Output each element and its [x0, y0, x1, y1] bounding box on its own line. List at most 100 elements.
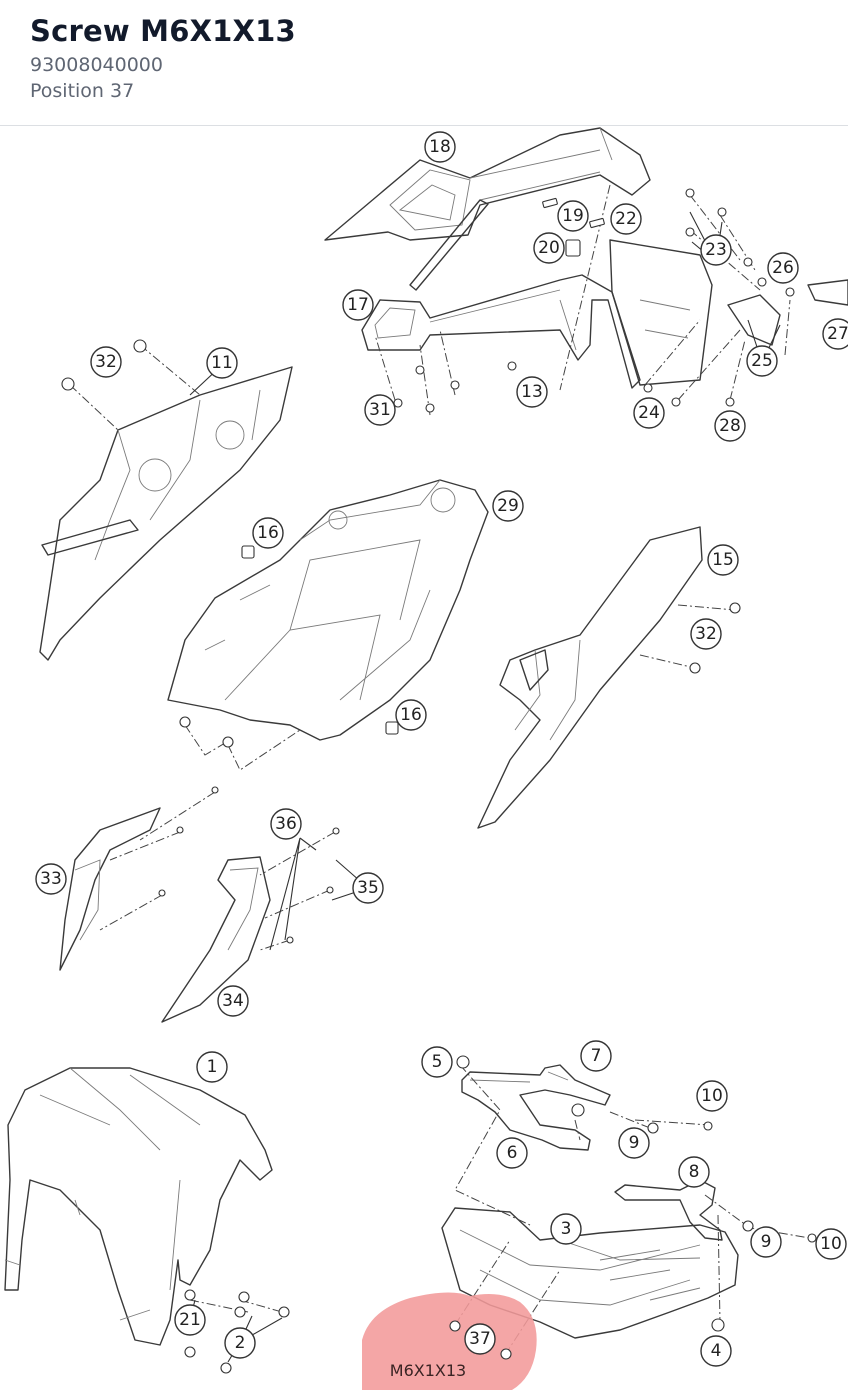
callout-5-ring — [421, 1046, 453, 1078]
callout-3[interactable]: 3 — [550, 1213, 582, 1245]
callout-36[interactable]: 36 — [270, 808, 302, 840]
callout-32-ring — [90, 346, 122, 378]
callout-25[interactable]: 25 — [746, 345, 778, 377]
callout-34[interactable]: 34 — [217, 985, 249, 1017]
callout-17-label: 17 — [347, 295, 369, 315]
callout-27[interactable]: 27 — [822, 318, 848, 350]
callout-32[interactable]: 32 — [90, 346, 122, 378]
callout-25-label: 25 — [751, 351, 773, 371]
callout-21-ring — [174, 1304, 206, 1336]
callout-20[interactable]: 20 — [533, 232, 565, 264]
number-plate-bracket — [609, 239, 713, 386]
callout-10[interactable]: 10 — [696, 1080, 728, 1112]
callout-23-ring — [700, 234, 732, 266]
callout-13[interactable]: 13 — [516, 376, 548, 408]
callout-16-2-label: 16 — [400, 705, 422, 725]
callout-9-2-ring — [750, 1226, 782, 1258]
callout-36-ring — [270, 808, 302, 840]
callout-33[interactable]: 33 — [35, 863, 67, 895]
callout-31-label: 31 — [369, 400, 391, 420]
callout-31-ring — [364, 394, 396, 426]
callout-35[interactable]: 35 — [352, 872, 384, 904]
callout-16-2[interactable]: 16 — [395, 699, 427, 731]
callout-24-ring — [633, 397, 665, 429]
callout-7-ring — [580, 1040, 612, 1072]
callout-29-ring — [492, 490, 524, 522]
part-header: Screw M6X1X13 93008040000 Position 37 — [0, 0, 848, 126]
callout-35-label: 35 — [357, 878, 379, 898]
assembly-lines — [69, 184, 811, 1356]
callout-16-2-ring — [395, 699, 427, 731]
fasteners — [61, 188, 817, 1374]
callout-37-selected[interactable]: 37 — [464, 1323, 496, 1355]
callout-29[interactable]: 29 — [492, 490, 524, 522]
skid-plate-bracket-upper — [461, 1064, 611, 1151]
part-position: Position 37 — [30, 80, 135, 102]
callout-33-label: 33 — [40, 869, 62, 889]
callout-22-label: 22 — [615, 209, 637, 229]
callout-layer: 1234567899101011131516161718192021222324… — [35, 131, 848, 1367]
callout-22-ring — [610, 203, 642, 235]
callout-11[interactable]: 11 — [206, 347, 238, 379]
callout-9-label: 9 — [629, 1133, 640, 1153]
callout-13-ring — [516, 376, 548, 408]
callout-7[interactable]: 7 — [580, 1040, 612, 1072]
left-small-cover — [59, 807, 161, 971]
callout-9-2[interactable]: 9 — [750, 1226, 782, 1258]
callout-10-ring — [696, 1080, 728, 1112]
callout-4-ring — [700, 1335, 732, 1367]
callout-10-2[interactable]: 10 — [815, 1228, 847, 1260]
callout-9[interactable]: 9 — [618, 1127, 650, 1159]
callout-24[interactable]: 24 — [633, 397, 665, 429]
callout-11-label: 11 — [211, 353, 233, 373]
callout-2-ring — [224, 1327, 256, 1359]
callout-28[interactable]: 28 — [714, 410, 746, 442]
callout-2-label: 2 — [235, 1333, 246, 1353]
callout-6-ring — [496, 1137, 528, 1169]
callout-2[interactable]: 2 — [224, 1327, 256, 1359]
callout-19-ring — [557, 200, 589, 232]
callout-17-ring — [342, 289, 374, 321]
callout-8-ring — [678, 1156, 710, 1188]
callout-29-label: 29 — [497, 496, 519, 516]
callout-9-2-label: 9 — [761, 1232, 772, 1252]
callout-21[interactable]: 21 — [174, 1304, 206, 1336]
selected-part-label: M6X1X13 — [390, 1361, 466, 1380]
callout-5-label: 5 — [432, 1052, 443, 1072]
callout-15[interactable]: 15 — [707, 544, 739, 576]
callout-26[interactable]: 26 — [767, 252, 799, 284]
callout-34-label: 34 — [222, 991, 244, 1011]
callout-9-ring — [618, 1127, 650, 1159]
callout-35-ring — [352, 872, 384, 904]
selected-part-highlight — [362, 1292, 537, 1390]
callout-10-label: 10 — [701, 1086, 723, 1106]
callout-28-label: 28 — [719, 416, 741, 436]
callout-32-label: 32 — [95, 352, 117, 372]
callout-28-ring — [714, 410, 746, 442]
rear-carrier-lower — [361, 274, 641, 389]
callout-19[interactable]: 19 — [557, 200, 589, 232]
callout-4[interactable]: 4 — [700, 1335, 732, 1367]
callout-22[interactable]: 22 — [610, 203, 642, 235]
callout-11-ring — [206, 347, 238, 379]
callout-8[interactable]: 8 — [678, 1156, 710, 1188]
callout-17[interactable]: 17 — [342, 289, 374, 321]
callout-18[interactable]: 18 — [424, 131, 456, 163]
rear-carrier-upper — [324, 127, 651, 291]
callout-31[interactable]: 31 — [364, 394, 396, 426]
callout-20-label: 20 — [538, 238, 560, 258]
callout-34-ring — [217, 985, 249, 1017]
callout-16[interactable]: 16 — [252, 517, 284, 549]
callout-27-ring — [822, 318, 848, 350]
callout-25-ring — [746, 345, 778, 377]
callout-23[interactable]: 23 — [700, 234, 732, 266]
callout-32-2[interactable]: 32 — [690, 618, 722, 650]
callout-19-label: 19 — [562, 206, 584, 226]
callout-21-label: 21 — [179, 1310, 201, 1330]
callout-23-label: 23 — [705, 240, 727, 260]
callout-32-2-ring — [690, 618, 722, 650]
callout-6[interactable]: 6 — [496, 1137, 528, 1169]
part-title: Screw M6X1X13 — [30, 14, 296, 48]
callout-1[interactable]: 1 — [196, 1051, 228, 1083]
callout-5[interactable]: 5 — [421, 1046, 453, 1078]
